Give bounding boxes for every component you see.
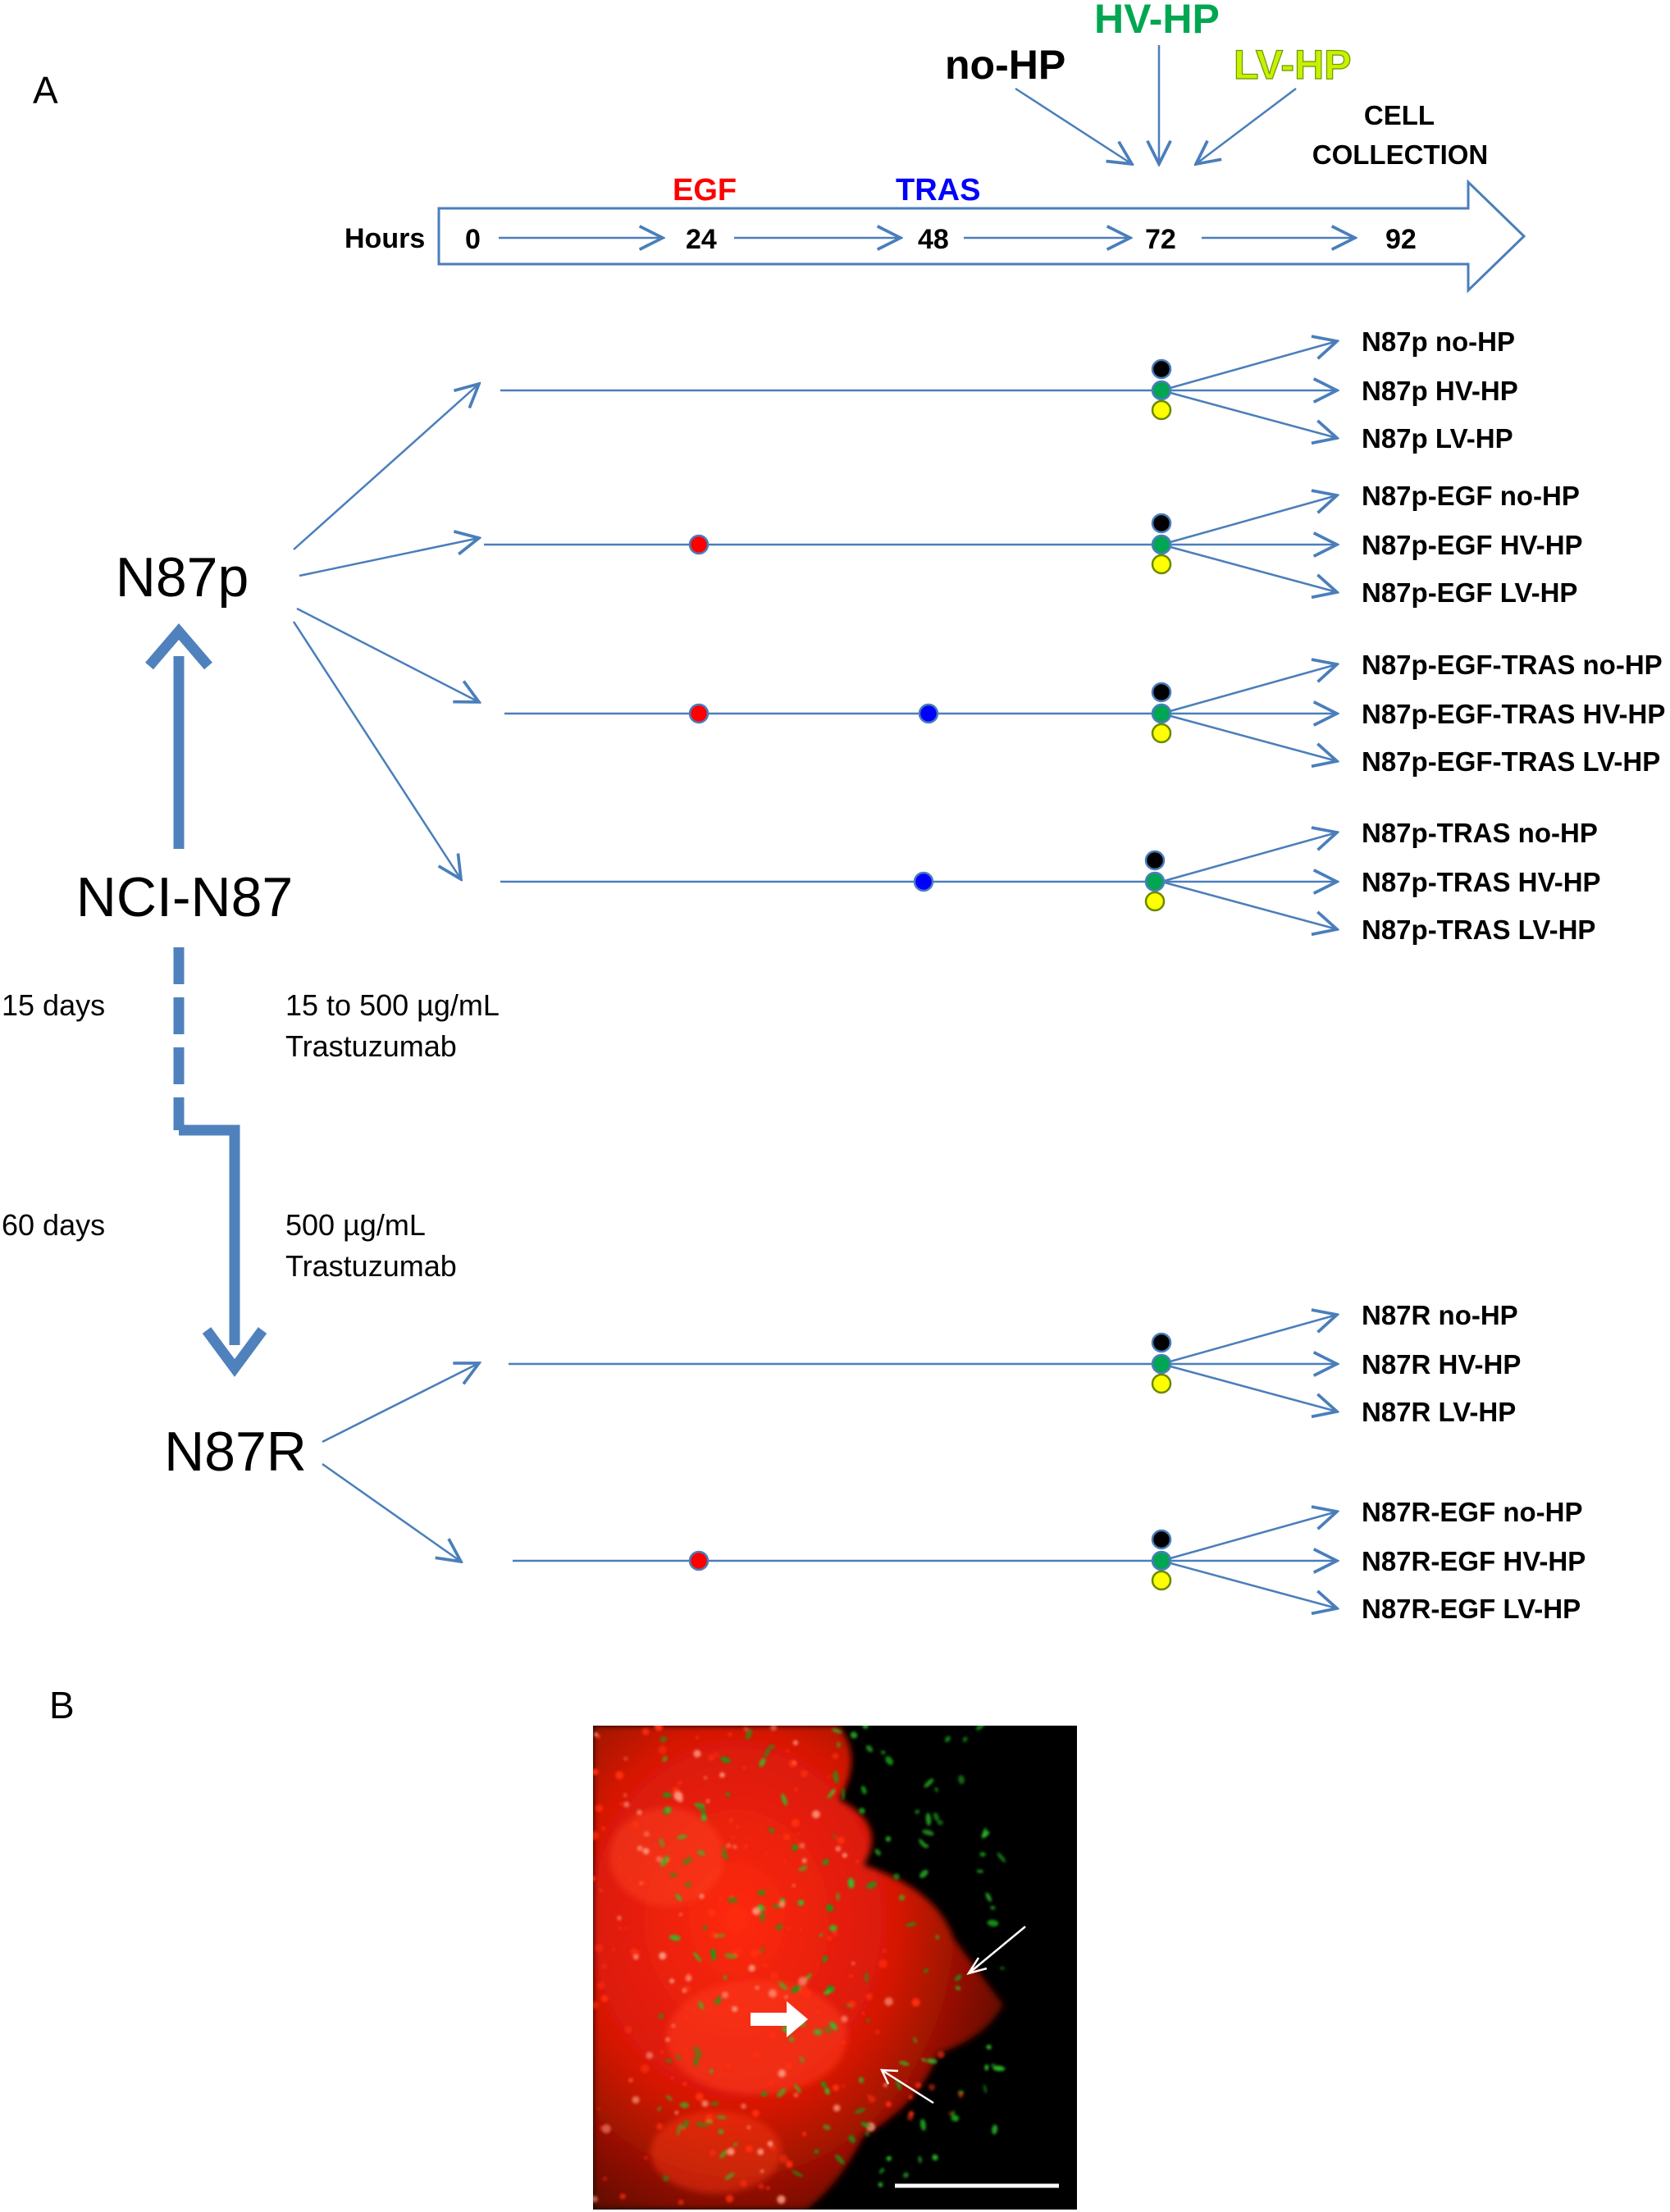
output-label: N87R LV-HP [1362, 1397, 1516, 1427]
treatment-group-row: N87R no-HP N87R HV-HP N87R LV-HP [509, 1300, 1521, 1427]
output-arrow [1161, 1559, 1337, 1608]
tick-92: 92 [1385, 224, 1417, 255]
tick-0: 0 [465, 224, 481, 255]
treatment-groups: N87p no-HP N87p HV-HP N87p LV-HP N87p-EGF n… [484, 326, 1665, 1624]
output-arrow [1161, 543, 1337, 592]
lv-hp-marker [1144, 891, 1166, 912]
output-arrow [1161, 495, 1337, 546]
output-arrow [1161, 880, 1337, 929]
no-hp-marker [1151, 1529, 1172, 1550]
output-label: N87p-TRAS HV-HP [1362, 867, 1601, 897]
microscopy-rendering [593, 1726, 1077, 2210]
thin-arrow-top [966, 1926, 1026, 1976]
output-arrow [1161, 1362, 1337, 1412]
phase2-drug: Trastuzumab [285, 1249, 457, 1283]
tras-label: TRAS [896, 173, 980, 208]
nci-n87-label: NCI-N87 [76, 866, 294, 928]
output-label: N87p-TRAS LV-HP [1362, 914, 1595, 945]
lv-hp-marker [1151, 399, 1172, 421]
phase1-dose: 15 to 500 µg/mL [285, 988, 500, 1022]
treatment-group-row: N87p-EGF no-HP N87p-EGF HV-HP N87p-EGF LV-… [484, 481, 1583, 608]
n87p-label: N87p [116, 546, 249, 609]
egf-marker [688, 703, 710, 724]
output-label: N87R no-HP [1362, 1300, 1518, 1330]
output-label: N87p-TRAS no-HP [1362, 818, 1598, 848]
lv-hp-label: LV-HP [1234, 42, 1352, 88]
output-label: N87R-EGF HV-HP [1362, 1546, 1586, 1576]
output-arrow [1161, 1315, 1337, 1366]
output-label: N87p-EGF-TRAS LV-HP [1362, 746, 1660, 777]
output-label: N87p HV-HP [1362, 376, 1518, 406]
hv-hp-label: HV-HP [1094, 0, 1220, 42]
lv-hp-marker [1151, 723, 1172, 744]
hv-hp-marker [1151, 380, 1172, 401]
no-hp-marker [1144, 850, 1166, 871]
panel-a-label: A [33, 69, 58, 112]
output-label: N87p no-HP [1362, 326, 1515, 357]
n87r-label: N87R [164, 1421, 307, 1483]
tras-marker [913, 871, 934, 892]
confocal-microscopy-image [593, 1726, 1077, 2210]
egf-marker [688, 534, 710, 555]
output-arrow [1161, 389, 1337, 438]
no-hp-marker [1151, 682, 1172, 703]
cell-collection-line2: COLLECTION [1312, 139, 1488, 170]
phase1-duration: 15 days [2, 988, 105, 1022]
hp-converge-arrows [1015, 45, 1297, 164]
output-arrow [1161, 664, 1337, 715]
treatment-group-row: N87p no-HP N87p HV-HP N87p LV-HP [500, 326, 1518, 454]
tick-24: 24 [686, 224, 717, 255]
output-label: N87p LV-HP [1362, 423, 1513, 454]
output-arrow [1161, 341, 1337, 392]
derivation-arrows [145, 623, 267, 1377]
output-label: N87p-EGF HV-HP [1362, 530, 1583, 560]
lv-hp-marker [1151, 1373, 1172, 1394]
branch-arrows [292, 384, 479, 1562]
hv-hp-marker [1151, 1550, 1172, 1571]
no-hp-marker [1151, 358, 1172, 380]
hours-label: Hours [344, 223, 425, 254]
hv-hp-marker [1151, 534, 1172, 555]
treatment-group-row: N87p-TRAS no-HP N87p-TRAS HV-HP N87p-TRAS … [500, 818, 1601, 945]
output-label: N87p-EGF no-HP [1362, 481, 1580, 511]
tras-marker [918, 703, 939, 724]
hv-hp-marker [1151, 1353, 1172, 1375]
lv-hp-marker [1151, 554, 1172, 575]
treatment-group-row: N87R-EGF no-HP N87R-EGF HV-HP N87R-EGF LV-… [513, 1497, 1586, 1624]
no-hp-label: no-HP [945, 42, 1065, 88]
thick-arrow [751, 2001, 808, 2037]
egf-marker [688, 1550, 710, 1571]
output-label: N87R-EGF no-HP [1362, 1497, 1583, 1527]
output-arrow [1161, 832, 1337, 883]
egf-label: EGF [673, 173, 737, 208]
output-label: N87R HV-HP [1362, 1349, 1521, 1380]
hv-hp-marker [1144, 871, 1166, 892]
output-label: N87p-EGF-TRAS HV-HP [1362, 699, 1665, 729]
phase2-duration: 60 days [2, 1208, 105, 1242]
panel-b-label: B [49, 1684, 75, 1726]
tick-48: 48 [918, 224, 949, 255]
no-hp-marker [1151, 1332, 1172, 1353]
tick-72: 72 [1145, 224, 1176, 255]
treatment-group-row: N87p-EGF-TRAS no-HP N87p-EGF-TRAS HV-HP N8… [504, 650, 1665, 777]
output-arrow [1161, 712, 1337, 761]
thin-arrow-bottom [879, 2068, 934, 2105]
lv-hp-marker [1151, 1570, 1172, 1591]
output-label: N87p-EGF-TRAS no-HP [1362, 650, 1663, 680]
output-arrow [1161, 1512, 1337, 1562]
output-label: N87p-EGF LV-HP [1362, 577, 1577, 608]
phase1-drug: Trastuzumab [285, 1029, 457, 1063]
phase2-dose: 500 µg/mL [285, 1208, 426, 1242]
hv-hp-marker [1151, 703, 1172, 724]
output-label: N87R-EGF LV-HP [1362, 1594, 1581, 1624]
cell-collection-line1: CELL [1364, 100, 1435, 130]
no-hp-marker [1151, 513, 1172, 534]
timeline-arrow [437, 179, 1526, 294]
